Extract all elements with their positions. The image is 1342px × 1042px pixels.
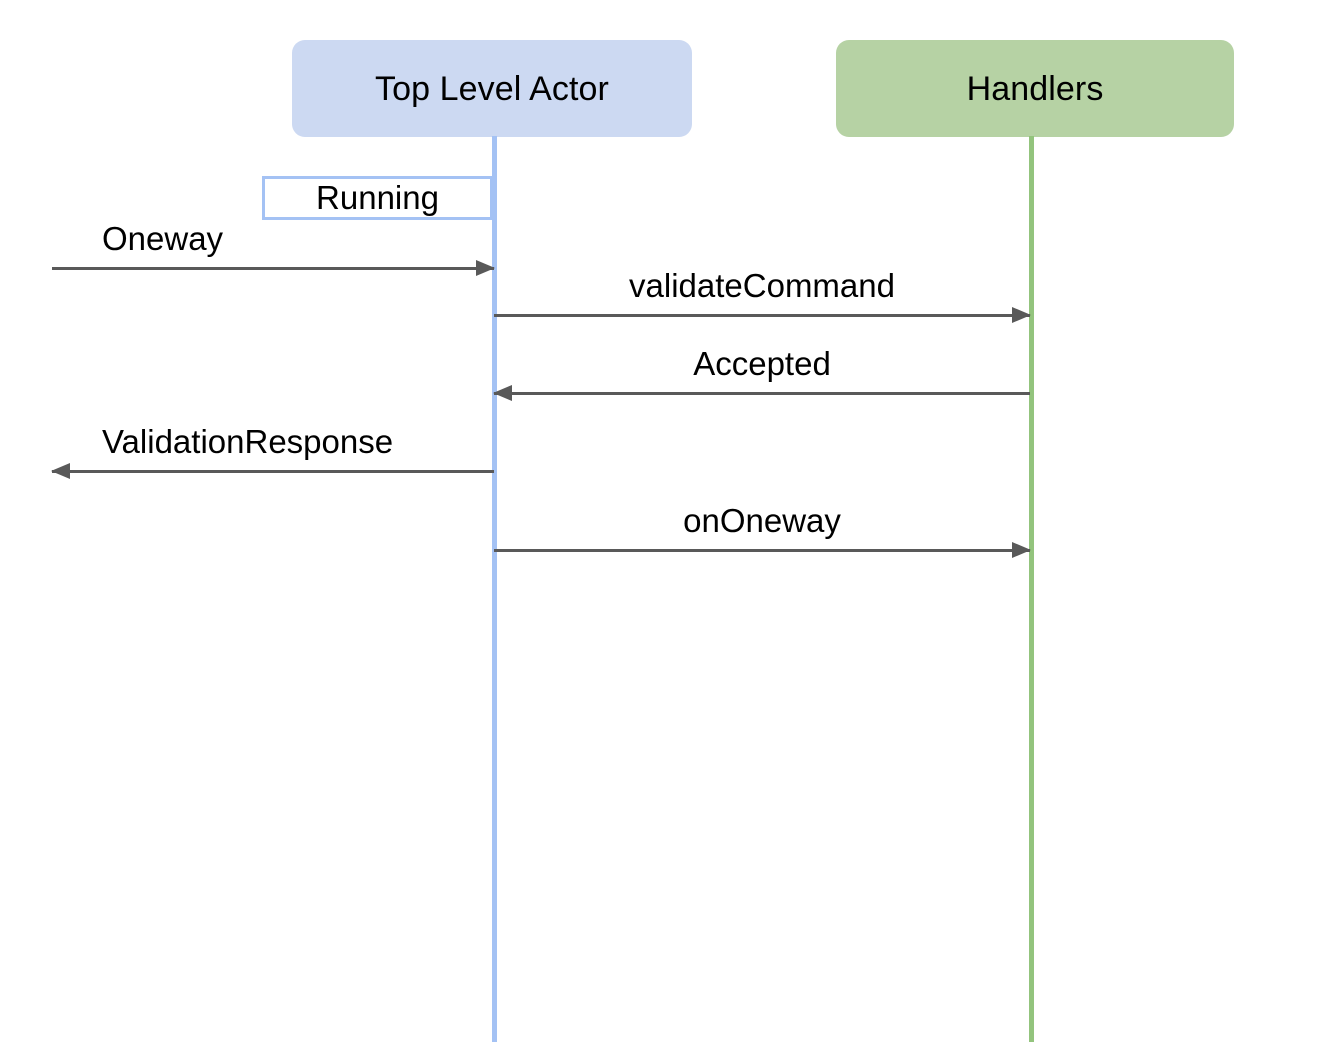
state-label-running: Running [316,178,439,216]
message-label-oneway: Oneway [102,220,224,257]
message-line-oneway [52,267,494,270]
message-label-on-oneway: onOneway [683,502,841,539]
arrowhead-right-icon [1012,306,1031,323]
arrowhead-right-icon [476,259,495,276]
arrowhead-left-icon [51,462,70,479]
message-line-validation-response [52,470,494,473]
participant-label-actor: Top Level Actor [375,69,609,108]
message-line-validate-command [494,314,1030,317]
arrowhead-right-icon [1012,541,1031,558]
arrowhead-left-icon [493,384,512,401]
participant-label-handlers: Handlers [966,69,1104,108]
message-label-validate-command: validateCommand [629,267,895,304]
message-label-validation-response: ValidationResponse [102,423,394,460]
lifeline-top-level-actor [492,136,497,1042]
lifeline-handlers [1029,136,1034,1042]
message-line-accepted [494,392,1030,395]
message-line-on-oneway [494,549,1030,552]
message-label-accepted: Accepted [693,345,831,382]
participant-top-level-actor[interactable]: Top Level Actor [292,40,692,137]
state-box-running[interactable]: Running [262,176,493,220]
participant-handlers[interactable]: Handlers [836,40,1234,137]
